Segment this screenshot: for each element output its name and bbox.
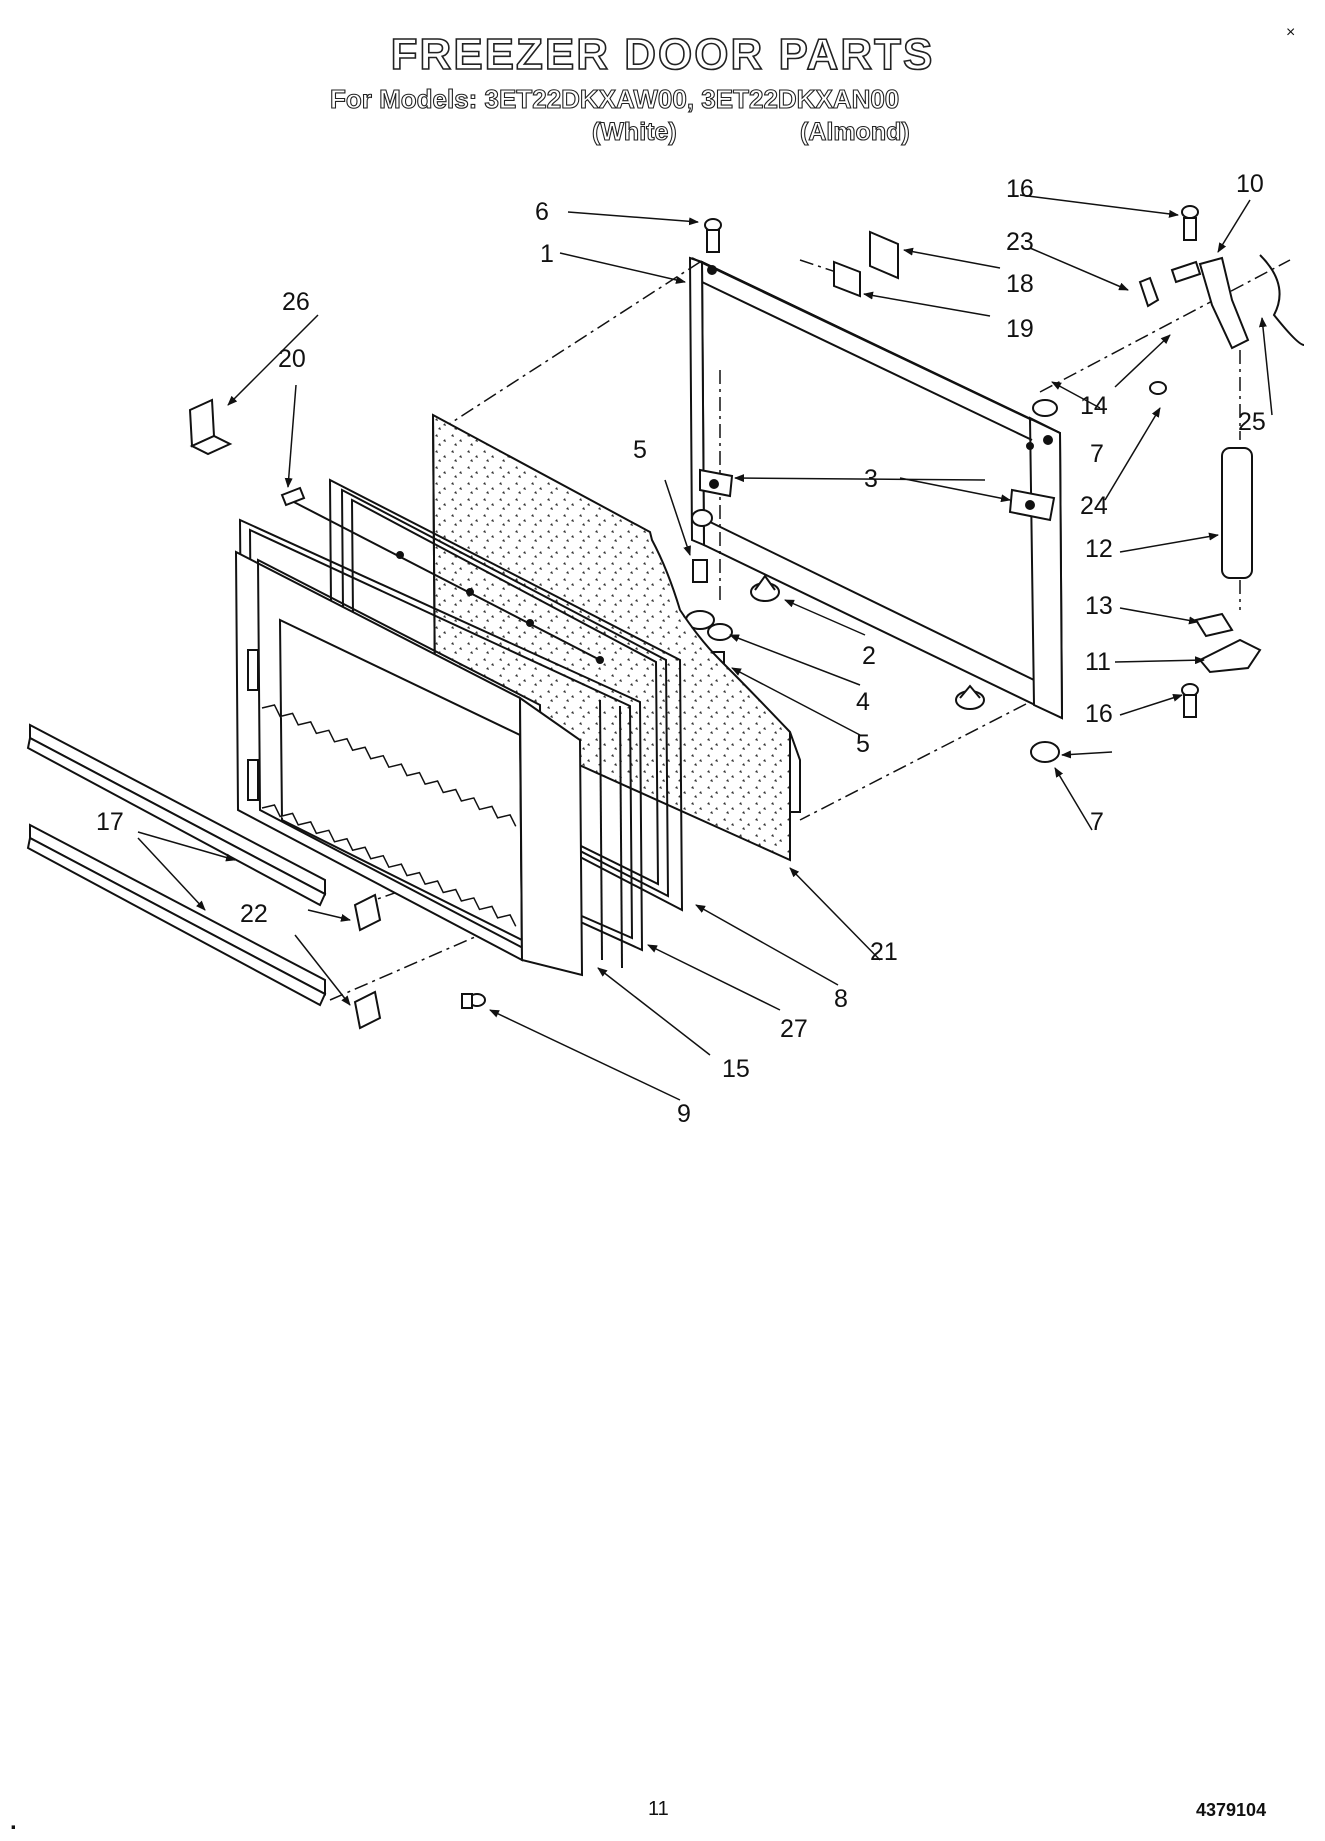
callout-15: 15 [722, 1055, 750, 1083]
callout-16a: 16 [1006, 175, 1034, 203]
callout-18: 18 [1006, 270, 1034, 298]
callout-6: 6 [535, 198, 549, 226]
hinge-brackets [699, 468, 1056, 522]
page-title: FREEZER DOOR PARTS [390, 29, 935, 80]
callout-25: 25 [1238, 408, 1266, 436]
callout-3: 3 [864, 465, 878, 493]
shelf-ribs [261, 704, 517, 927]
corner-mark: × [1286, 24, 1296, 41]
callout-10: 10 [1236, 170, 1264, 198]
callout-22: 22 [240, 900, 268, 928]
hinge-parts-right [1138, 205, 1305, 718]
callout-2: 2 [862, 642, 876, 670]
callout-5b: 5 [856, 730, 870, 758]
callout-9: 9 [677, 1100, 691, 1128]
callout-1: 1 [540, 240, 554, 268]
callout-14: 14 [1080, 392, 1108, 420]
callout-7b: 7 [1090, 808, 1104, 836]
callout-leaders [137, 194, 1273, 1101]
outer-door-panel [688, 256, 1064, 720]
callout-19: 19 [1006, 315, 1034, 343]
color-white-label: (White) [591, 117, 677, 146]
callout-16b: 16 [1085, 700, 1113, 728]
callout-21: 21 [870, 938, 898, 966]
parts-26-20 [188, 398, 306, 507]
callout-7a: 7 [1090, 440, 1104, 468]
models-line: For Models: 3ET22DKXAW00, 3ET22DKXAN00 [329, 83, 900, 114]
color-almond-label: (Almond) [799, 117, 910, 146]
document-number: 4379104 [1196, 1800, 1267, 1820]
callout-24: 24 [1080, 492, 1108, 520]
callout-17: 17 [96, 808, 124, 836]
callout-20: 20 [278, 345, 306, 373]
labels-18-19 [833, 230, 899, 298]
small-parts [685, 218, 1060, 763]
callout-11: 11 [1085, 648, 1111, 676]
page-number: 11 [648, 1798, 669, 1820]
shelf-rails [26, 723, 486, 1030]
callout-13: 13 [1085, 592, 1113, 620]
callout-27: 27 [780, 1015, 808, 1043]
callout-5a: 5 [633, 436, 647, 464]
callout-8: 8 [834, 985, 848, 1013]
callout-4: 4 [856, 688, 870, 716]
corner-dot: . [10, 1808, 17, 1835]
callout-12: 12 [1085, 535, 1113, 563]
callout-26: 26 [282, 288, 310, 316]
callout-23: 23 [1006, 228, 1034, 256]
